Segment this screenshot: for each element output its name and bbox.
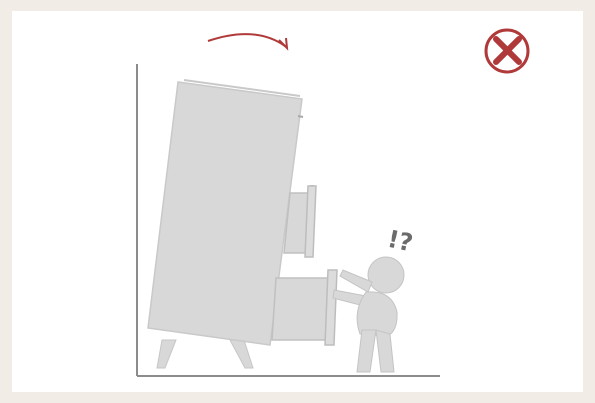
cross-in-circle-icon — [486, 30, 528, 72]
tipping-cabinet — [148, 80, 337, 368]
person-figure — [333, 257, 404, 372]
exclamation-question-marks: !? — [385, 225, 415, 258]
tipping-arrow-icon — [208, 34, 287, 48]
